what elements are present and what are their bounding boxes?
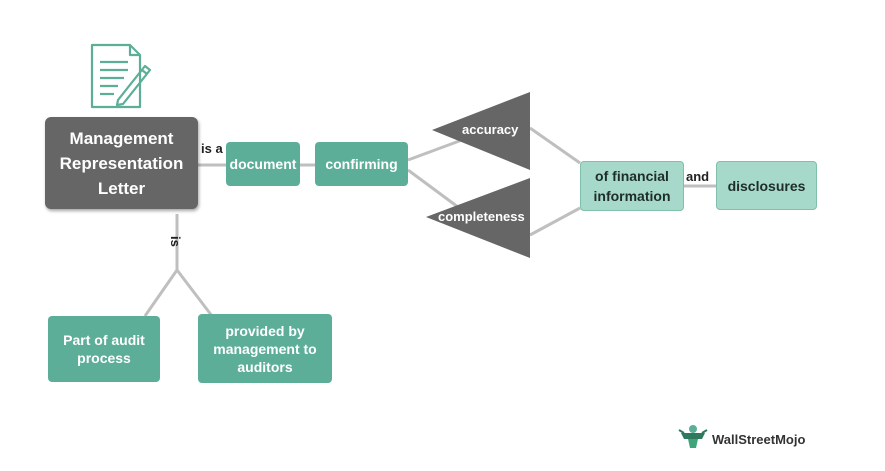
completeness-triangle <box>426 178 530 258</box>
central-node: Management Representation Letter <box>45 117 198 209</box>
provided-by-node: provided by management to auditors <box>198 314 332 383</box>
accuracy-label: accuracy <box>462 122 519 137</box>
wallstreetmojo-logo-icon <box>678 424 708 455</box>
brand-name: WallStreetMojo <box>712 432 806 447</box>
document-node: document <box>226 142 300 186</box>
brand-logo: WallStreetMojo <box>678 424 805 455</box>
edge-label-is-a: is a <box>201 141 223 156</box>
confirming-node: confirming <box>315 142 408 186</box>
disclosures-node: disclosures <box>716 161 817 210</box>
financial-info-node: of financial information <box>580 161 684 211</box>
edge-label-and: and <box>686 169 710 184</box>
edge-label-is: is <box>168 236 183 247</box>
document-edit-icon <box>88 42 152 110</box>
accuracy-triangle <box>432 92 530 170</box>
completeness-label: completeness <box>438 209 525 224</box>
part-of-audit-node: Part of audit process <box>48 316 160 382</box>
